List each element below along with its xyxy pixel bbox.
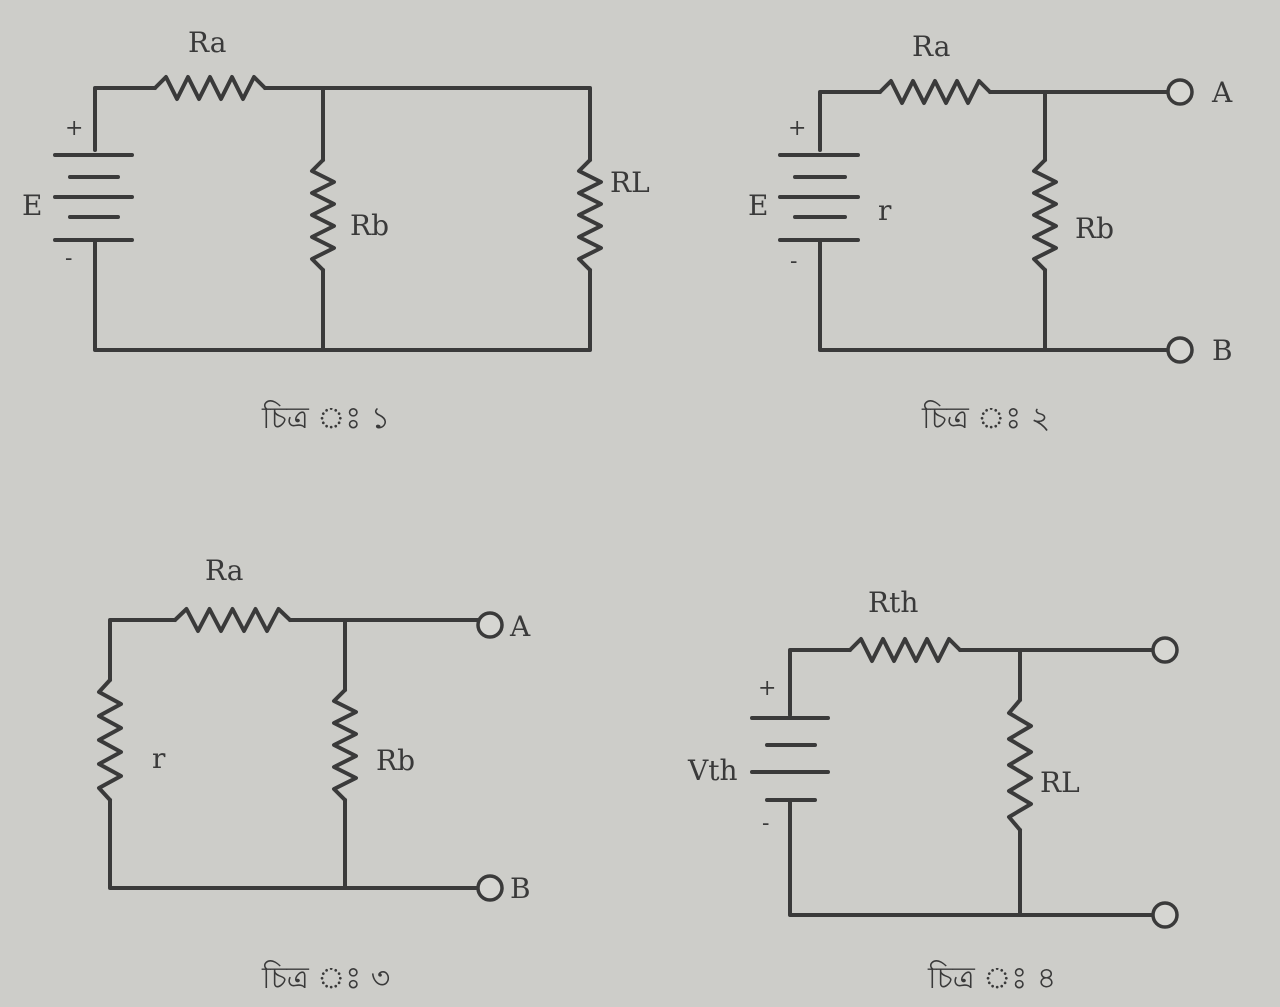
resistor-rth [848, 637, 962, 663]
label-b: B [1212, 334, 1233, 367]
battery-vth [750, 716, 830, 802]
figure-3-circuit: Ra Rb r A B চিত্র ঃ ৩ [97, 554, 531, 996]
battery-e [778, 153, 860, 242]
resistor-rb [332, 688, 358, 802]
label-rb: Rb [1075, 212, 1114, 245]
output-terminal-top [1151, 636, 1179, 664]
resistor-rl [577, 158, 603, 272]
terminal-a [1166, 78, 1194, 106]
label-rl: RL [1040, 766, 1080, 799]
resistor-r [97, 678, 123, 802]
figure-2-caption: চিত্র ঃ ২ [921, 400, 1050, 436]
battery-e [53, 153, 134, 242]
label-plus: + [758, 676, 776, 701]
label-rb: Rb [350, 209, 389, 242]
figure-4-caption: চিত্র ঃ ৪ [927, 960, 1056, 996]
resistor-ra [878, 79, 992, 105]
figure-1-caption: চিত্র ঃ ১ [261, 400, 390, 436]
label-plus: + [788, 116, 806, 141]
label-rth: Rth [868, 586, 918, 619]
resistor-ra [173, 607, 292, 633]
output-terminal-bottom [1151, 901, 1179, 929]
figure-2-circuit: Ra Rb E r A B + - চিত্র ঃ ২ [748, 30, 1233, 436]
label-a: A [1211, 76, 1233, 109]
label-vth: Vth [687, 754, 738, 787]
terminal-a [476, 611, 504, 639]
label-rl: RL [610, 166, 650, 199]
terminal-b [1166, 336, 1194, 364]
resistor-rb [1032, 158, 1058, 272]
label-b: B [510, 872, 531, 905]
label-minus: - [762, 811, 769, 836]
label-r: r [878, 194, 892, 227]
label-plus: + [65, 116, 83, 141]
figure-1-circuit: Ra Rb RL E + - চিত্র ঃ ১ [22, 26, 650, 436]
label-a: A [509, 610, 531, 643]
label-ra: Ra [188, 26, 226, 59]
label-e: E [22, 189, 42, 222]
resistor-rb [310, 158, 336, 272]
resistor-rl [1007, 698, 1033, 832]
resistor-ra [153, 75, 267, 101]
label-rb: Rb [376, 744, 415, 777]
label-ra: Ra [205, 554, 243, 587]
label-r: r [152, 742, 166, 775]
label-e: E [748, 189, 768, 222]
terminal-b [476, 874, 504, 902]
figure-4-circuit: Rth RL Vth + - চিত্র ঃ ৪ [687, 586, 1179, 996]
label-minus: - [65, 246, 72, 271]
label-minus: - [790, 249, 797, 274]
figure-3-caption: চিত্র ঃ ৩ [261, 960, 390, 996]
label-ra: Ra [912, 30, 950, 63]
